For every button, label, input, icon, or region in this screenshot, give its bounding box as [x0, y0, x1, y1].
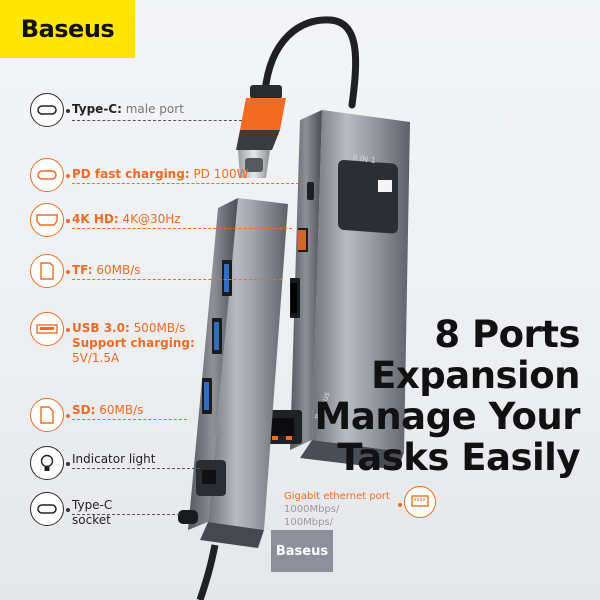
feature-usb-text: USB 3.0: 500MB/s Support charging: 5V/1.… — [72, 321, 195, 365]
bulb-icon — [30, 446, 64, 480]
leader-line — [72, 468, 200, 469]
feature-sd-text: SD: 60MB/s — [72, 403, 144, 417]
svg-text:8 IN 1: 8 IN 1 — [352, 153, 377, 165]
feature-tf — [30, 254, 64, 288]
type-c-plug — [236, 85, 286, 178]
feature-dot — [66, 109, 70, 113]
feature-usb — [30, 312, 64, 346]
logo-box: Baseus — [0, 0, 135, 58]
hdmi-icon — [30, 203, 64, 237]
hub-body-left — [178, 198, 288, 548]
feature-type-c-text: Type-C: male port — [72, 102, 184, 116]
ethernet-speed-2: 100Mbps/ — [284, 517, 333, 528]
feature-dot — [66, 219, 70, 223]
headline-line-4: Tasks Easily — [337, 436, 580, 479]
type-c-socket-icon — [30, 492, 64, 526]
headline-line-1: 8 Ports — [434, 313, 580, 356]
brand-badge: Baseus — [271, 530, 333, 572]
leader-line — [72, 514, 180, 515]
type-c-icon — [30, 93, 64, 127]
feature-tf-text: TF: 60MB/s — [72, 263, 141, 277]
feature-dot — [66, 508, 70, 512]
leader-line — [72, 419, 187, 420]
tf-card-icon — [30, 254, 64, 288]
headline: 8 Ports Expansion Manage Your Tasks Easi… — [314, 313, 581, 479]
feature-dot — [66, 270, 70, 274]
brand-logo: Baseus — [20, 15, 115, 43]
feature-dot — [66, 328, 70, 332]
cable-top — [261, 16, 360, 109]
brand-badge-text: Baseus — [275, 543, 329, 559]
sd-card-icon — [30, 398, 64, 432]
leader-line — [72, 228, 292, 229]
leader-line — [72, 120, 242, 121]
leader-line — [72, 183, 304, 184]
feature-indicator — [30, 446, 64, 480]
feature-pd-text: PD fast charging: PD 100W — [72, 167, 249, 181]
ethernet-dot — [398, 503, 402, 507]
feature-pd — [30, 158, 64, 192]
feature-sd — [30, 398, 64, 432]
feature-hdmi-text: 4K HD: 4K@30Hz — [72, 212, 181, 226]
feature-type-c-socket — [30, 492, 64, 526]
feature-type-c — [30, 93, 64, 127]
feature-dot — [66, 174, 70, 178]
headline-line-3: Manage Your — [314, 395, 581, 438]
feature-hdmi — [30, 203, 64, 237]
headline-line-2: Expansion — [371, 354, 580, 397]
usb-icon — [30, 312, 64, 346]
feature-dot — [66, 462, 70, 466]
hub-body-right: 8 IN 1 Baseus — [262, 110, 410, 470]
ethernet-title: Gigabit ethernet port — [284, 491, 390, 502]
pd-port-icon — [30, 158, 64, 192]
feature-dot — [66, 414, 70, 418]
leader-line — [72, 279, 282, 280]
ethernet-speed-1: 1000Mbps/ — [284, 504, 340, 515]
cable-bottom — [196, 544, 219, 600]
feature-indicator-text: Indicator light — [72, 452, 156, 466]
ethernet-port-icon — [404, 486, 436, 518]
